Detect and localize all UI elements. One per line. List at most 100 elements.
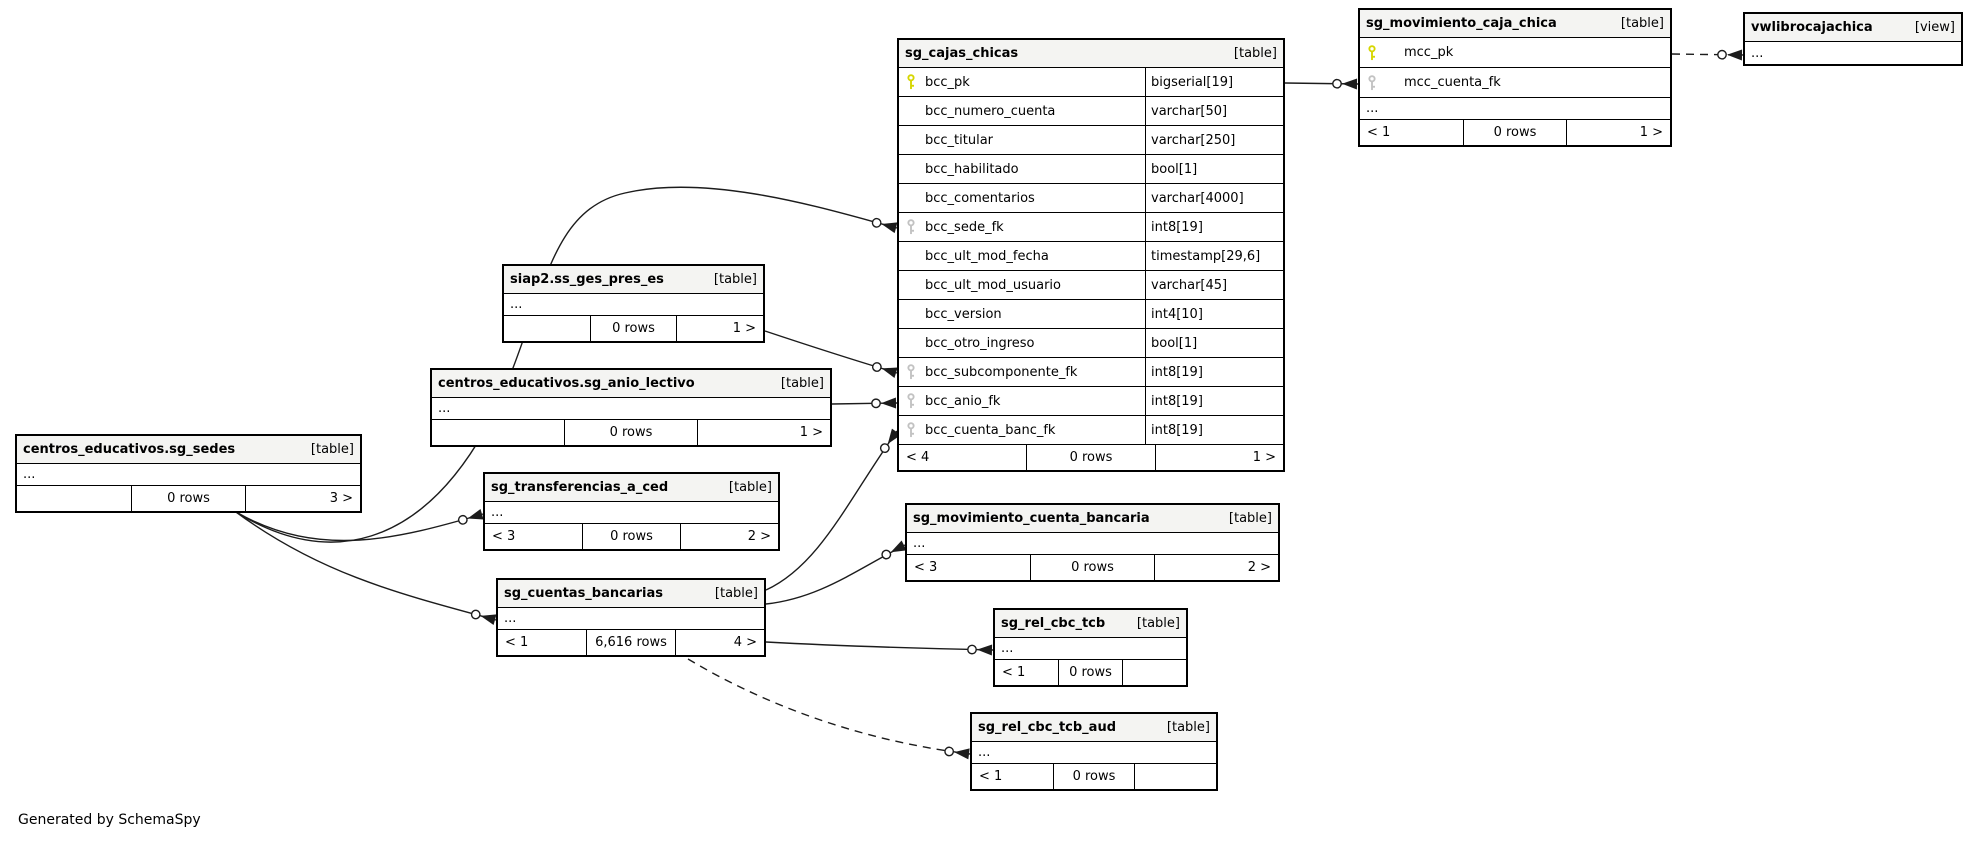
hidden-columns-ellipsis: ... xyxy=(432,398,830,420)
footer-rows-count: 0 rows xyxy=(1058,660,1122,685)
footer-rows-count: 0 rows xyxy=(130,486,246,511)
relationship-line-centros_educativos.sg_sedes--sg_transferencias_a_ced xyxy=(235,508,484,542)
column-name: bcc_comentarios xyxy=(925,190,1035,206)
relationship-line-sg_movimiento_caja_chica.mcc_pk--vwlibrocajachica xyxy=(1671,49,1744,61)
footer-parents-count: < 3 xyxy=(914,560,938,575)
column-name: bcc_ult_mod_fecha xyxy=(925,248,1049,264)
entity-title[interactable]: vwlibrocajachica xyxy=(1751,20,1873,35)
entity-kind-badge: [table] xyxy=(310,442,354,457)
footer-parents-count: < 1 xyxy=(1002,665,1026,680)
entity-title[interactable]: sg_cuentas_bancarias xyxy=(504,586,663,601)
entity-vwlibrocajachica[interactable]: vwlibrocajachica [view]... xyxy=(1743,12,1963,66)
entity-header[interactable]: sg_rel_cbc_tcb [table] xyxy=(995,610,1186,638)
entity-title[interactable]: sg_rel_cbc_tcb_aud xyxy=(978,720,1117,735)
entity-header[interactable]: vwlibrocajachica [view] xyxy=(1745,14,1961,42)
column-row-mcc_pk: mcc_pk xyxy=(1360,38,1670,68)
footer-rows-count: 0 rows xyxy=(1462,120,1567,145)
footer-rows-count: 0 rows xyxy=(1030,555,1154,580)
column-type: int8[19] xyxy=(1145,358,1283,386)
entity-header[interactable]: sg_cajas_chicas[table] xyxy=(899,40,1283,68)
relationship-line-centros_educativos.sg_anio_lectivo--sg_cajas_chicas.bcc_anio_fk xyxy=(831,397,898,409)
entity-title[interactable]: centros_educativos.sg_anio_lectivo xyxy=(438,376,695,391)
relationship-line-sg_cuentas_bancarias--sg_rel_cbc_tcb xyxy=(765,641,994,656)
entity-header[interactable]: siap2.ss_ges_pres_es[table] xyxy=(504,266,763,294)
column-type: bool[1] xyxy=(1145,155,1283,183)
column-type: int8[19] xyxy=(1145,416,1283,444)
relationship-line-sg_cuentas_bancarias--sg_rel_cbc_tcb_aud xyxy=(687,658,971,760)
entity-kind-badge: [table] xyxy=(714,586,758,601)
footer-parents-count: < 3 xyxy=(492,529,516,544)
hidden-columns-ellipsis: ... xyxy=(972,742,1216,764)
relationship-line-siap2.ss_ges_pres_es--sg_cajas_chicas.bcc_subcomponente_fk xyxy=(764,330,898,378)
relationship-line-sg_cajas_chicas.bcc_pk--sg_movimiento_caja_chica.mcc_cuenta_fk xyxy=(1284,78,1359,90)
entity-sg_movimiento_cuenta_bancaria[interactable]: sg_movimiento_cuenta_bancaria[table]...<… xyxy=(905,503,1280,582)
hidden-columns-ellipsis: ... xyxy=(498,608,764,630)
entity-header[interactable]: sg_movimiento_cuenta_bancaria[table] xyxy=(907,505,1278,533)
entity-title[interactable]: sg_movimiento_caja_chica xyxy=(1366,16,1557,31)
entity-centros_educativos.sg_sedes[interactable]: centros_educativos.sg_sedes[table]...0 r… xyxy=(15,434,362,513)
entity-header[interactable]: centros_educativos.sg_sedes [table] xyxy=(17,436,360,464)
column-name: bcc_ult_mod_usuario xyxy=(925,277,1061,293)
column-name: bcc_version xyxy=(925,306,1002,322)
column-type: bool[1] xyxy=(1145,329,1283,357)
entity-header[interactable]: sg_rel_cbc_tcb_aud [table] xyxy=(972,714,1216,742)
relationship-line-centros_educativos.sg_sedes--sg_cuentas_bancarias xyxy=(235,511,497,626)
schemaspy-credit: Generated by SchemaSpy xyxy=(18,812,201,828)
entity-title[interactable]: sg_movimiento_cuenta_bancaria xyxy=(913,511,1150,526)
foreign-key-icon xyxy=(1367,74,1377,91)
footer-rows-count: 0 rows xyxy=(589,316,677,341)
entity-sg_rel_cbc_tcb[interactable]: sg_rel_cbc_tcb [table]... < 1 0 rows xyxy=(993,608,1188,687)
entity-title[interactable]: centros_educativos.sg_sedes xyxy=(23,442,236,457)
entity-title[interactable]: sg_transferencias_a_ced xyxy=(491,480,669,495)
hidden-columns-ellipsis: ... xyxy=(995,638,1186,660)
footer-parents-count xyxy=(17,486,131,511)
entity-title[interactable]: sg_rel_cbc_tcb xyxy=(1001,616,1106,631)
footer-children-count: 1 > xyxy=(1566,120,1670,145)
hidden-columns-ellipsis: ... xyxy=(485,502,778,524)
column-name: bcc_habilitado xyxy=(925,161,1019,177)
footer-children-count: 4 > xyxy=(675,630,764,655)
entity-title[interactable]: siap2.ss_ges_pres_es xyxy=(510,272,664,287)
footer-parents-count: < 4 xyxy=(906,450,930,465)
column-type: bigserial[19] xyxy=(1145,68,1283,96)
relationship-line-sg_cuentas_bancarias--sg_movimiento_cuenta_bancaria xyxy=(765,540,907,605)
entity-kind-badge: [table] xyxy=(1136,616,1180,631)
entity-header[interactable]: sg_transferencias_a_ced [table] xyxy=(485,474,778,502)
entity-kind-badge: [table] xyxy=(728,480,772,495)
column-name: bcc_anio_fk xyxy=(925,393,1001,409)
hidden-columns-ellipsis: ... xyxy=(1751,45,1764,61)
entity-kind-badge: [view] xyxy=(1914,20,1955,35)
entity-title[interactable]: sg_cajas_chicas xyxy=(905,46,1019,61)
entity-centros_educativos.sg_anio_lectivo[interactable]: centros_educativos.sg_anio_lectivo[table… xyxy=(430,368,832,447)
entity-header[interactable]: centros_educativos.sg_anio_lectivo[table… xyxy=(432,370,830,398)
footer-children-count: 1 > xyxy=(1154,445,1283,470)
primary-key-icon xyxy=(1367,44,1377,61)
footer-rows-count: 0 rows xyxy=(1026,445,1154,470)
footer-parents-count xyxy=(504,316,590,341)
entity-kind-badge: [table] xyxy=(1166,720,1210,735)
footer-rows-count: 0 rows xyxy=(564,420,697,445)
entity-header[interactable]: sg_cuentas_bancarias [table] xyxy=(498,580,764,608)
foreign-key-icon xyxy=(906,393,916,409)
column-name: bcc_sede_fk xyxy=(925,219,1004,235)
entity-header[interactable]: sg_movimiento_caja_chica[table] xyxy=(1360,10,1670,38)
column-name: mcc_pk xyxy=(1404,45,1454,60)
